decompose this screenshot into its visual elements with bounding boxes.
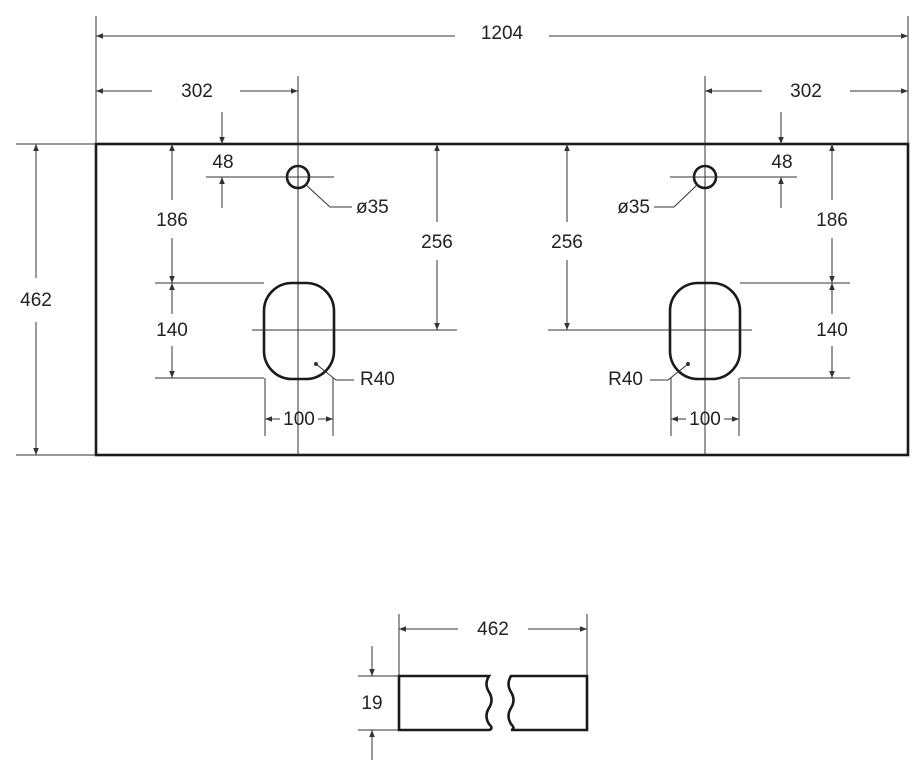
left-centre-depth-label: 256 <box>421 232 453 253</box>
section-view: 462 19 <box>358 614 589 760</box>
left-tap-hole-label: ø35 <box>356 197 389 218</box>
right-offset-label: 302 <box>790 81 822 102</box>
depth-label: 462 <box>20 290 52 311</box>
dim-depth: 462 <box>16 143 96 456</box>
right-tap-hole-label: ø35 <box>617 197 650 218</box>
right-to-basin-label: 186 <box>816 210 848 231</box>
left-basin-group: 48 ø35 186 140 256 R40 100 <box>155 112 457 436</box>
section-right-piece <box>507 674 589 732</box>
right-basin-width-label: 100 <box>689 409 721 430</box>
dim-right-offset: 302 <box>704 76 908 455</box>
countertop-outline <box>94 142 910 457</box>
section-left-piece <box>397 674 493 732</box>
right-centre-depth-label: 256 <box>551 232 583 253</box>
left-tap-edge-label: 48 <box>212 152 233 173</box>
section-depth-label: 462 <box>477 619 509 640</box>
right-tap-edge-label: 48 <box>771 152 792 173</box>
left-basin <box>262 281 336 381</box>
left-offset-label: 302 <box>181 81 213 102</box>
dim-left-offset: 302 <box>96 76 299 455</box>
dim-overall-width: 1204 <box>95 16 909 144</box>
right-basin-group: 48 ø35 186 140 256 R40 100 <box>548 112 850 436</box>
left-basin-width-label: 100 <box>283 409 315 430</box>
overall-width-label: 1204 <box>481 23 524 44</box>
right-radius-label: R40 <box>608 369 643 390</box>
left-radius-label: R40 <box>360 369 395 390</box>
right-basin <box>668 281 742 381</box>
section-thickness-label: 19 <box>361 693 382 714</box>
left-to-basin-label: 186 <box>156 210 188 231</box>
left-basin-length-label: 140 <box>156 320 188 341</box>
right-basin-length-label: 140 <box>816 320 848 341</box>
